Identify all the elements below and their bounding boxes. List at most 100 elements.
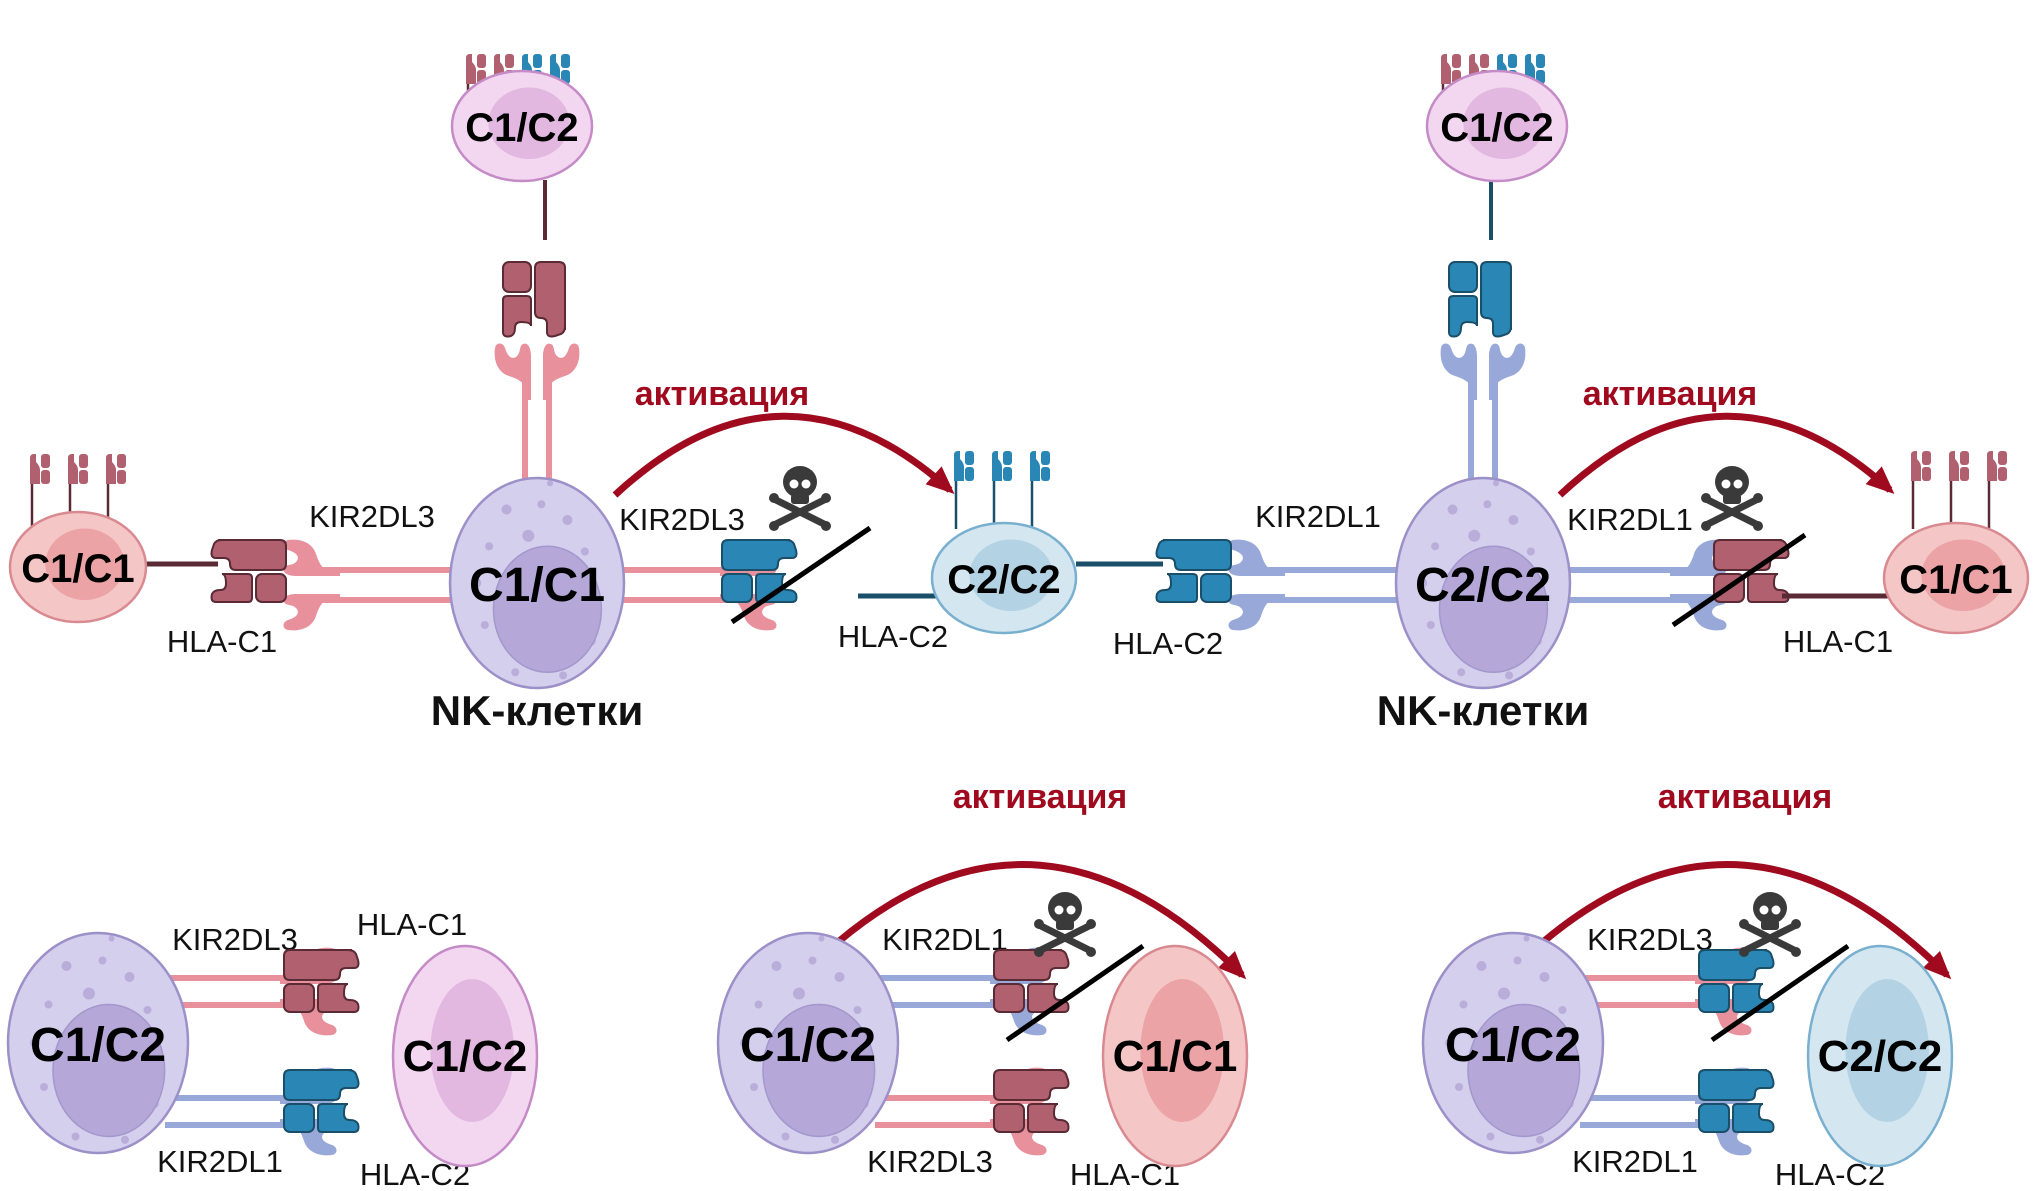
granule [559, 671, 568, 680]
nk-cells-label-left: NK-клетки [431, 687, 644, 734]
activation-arrow: активация [835, 778, 1247, 980]
kir-cup [1670, 594, 1727, 631]
nk-genotype-label: C1/C2 [30, 1019, 166, 1072]
bone [772, 496, 828, 528]
surface-hla-domain [1041, 451, 1050, 465]
blocked-interaction-strike [1671, 532, 1807, 628]
nk-nucleus [492, 545, 603, 673]
granule [121, 1135, 129, 1144]
activation-arc [612, 412, 953, 498]
upper-hla [283, 949, 360, 1013]
target-genotype-label: C2/C2 [1818, 1032, 1943, 1081]
surface-hla-domain [79, 470, 88, 484]
bone-end [769, 521, 779, 531]
bone [1037, 922, 1093, 954]
target-nucleus [969, 539, 1053, 611]
activation-arrow: активация [1540, 778, 1952, 980]
jaw [1761, 920, 1779, 930]
granule [1536, 1135, 1544, 1144]
bottom-target-cell: C1/C1 [1101, 944, 1249, 1168]
hla-heavy-chain [993, 1069, 1070, 1101]
bone-end [821, 493, 831, 503]
hla-beta2m [993, 1103, 1025, 1133]
hla-alpha3 [1732, 1103, 1775, 1133]
nk-nucleus [1467, 1003, 1581, 1138]
surface-hla-domain [1041, 467, 1050, 481]
hla-alpha3 [502, 295, 532, 338]
target-genotype-label: C2/C2 [947, 558, 1060, 602]
kir-domain [543, 343, 580, 400]
surface-hla [30, 454, 50, 529]
granule [1558, 1006, 1567, 1014]
surface-hla-domain [79, 454, 88, 468]
nk-cells-label-right: NK-клетки [1377, 687, 1590, 734]
top-kir2dl3-vertical [494, 343, 580, 483]
hla-heavy-chain [721, 539, 798, 571]
skull [783, 466, 817, 498]
hla-beta2m [1200, 573, 1232, 603]
kir-cup [494, 343, 531, 400]
surface-hla-chain [1987, 451, 1997, 481]
kir-cup [283, 594, 340, 631]
nk-nucleus [52, 1003, 166, 1138]
jaw [1723, 494, 1741, 504]
lower-receptor-label: KIR2DL3 [867, 1144, 993, 1179]
granule [740, 1038, 750, 1048]
granule [793, 987, 805, 1000]
hla-alpha3 [317, 983, 360, 1013]
kir-cup [283, 539, 340, 576]
arrowhead [1865, 466, 1895, 495]
arrowhead [925, 466, 955, 495]
hla-beta2m [1698, 983, 1730, 1013]
granule [808, 956, 817, 965]
target-nucleus [1140, 979, 1224, 1122]
surface-hla-chain [1911, 451, 1921, 481]
activation-arc [1540, 861, 1950, 978]
bone-end [1791, 919, 1801, 929]
skull [1753, 892, 1787, 924]
hla-alpha3 [1732, 983, 1775, 1013]
kir-domain [283, 539, 340, 576]
kir-domain [1670, 539, 1727, 576]
surface-hla-chain [1441, 54, 1451, 84]
surface-hla-chain [68, 454, 78, 484]
granule [108, 935, 115, 942]
surface-hla-domain [1003, 451, 1012, 465]
eye [1759, 905, 1769, 915]
hla-heavy-chain [1480, 261, 1512, 338]
granule [1417, 578, 1428, 588]
granule [853, 1006, 862, 1014]
eye [1771, 905, 1781, 915]
jaw [791, 494, 809, 504]
surface-hla-domain [1998, 451, 2007, 465]
bone-end [1086, 919, 1096, 929]
activation-arrow: активация [612, 375, 955, 498]
surface-hla-chain [1949, 451, 1959, 481]
surface-hla-domain [1922, 451, 1931, 465]
granule [1523, 935, 1530, 942]
hla-heavy-chain [283, 949, 360, 981]
arrowhead [1922, 950, 1952, 980]
right-target-cell: C1/C1 [1882, 521, 2030, 635]
surface-hla-domain [477, 54, 486, 68]
left-kir2dl3-pair [283, 539, 340, 631]
activation-label: активация [953, 778, 1127, 816]
eye [801, 479, 811, 489]
surface-hla [1949, 451, 1969, 529]
surface-hla-domain [1960, 467, 1969, 481]
granule [485, 542, 494, 551]
granule [44, 1000, 53, 1009]
surface-hla [1987, 451, 2007, 529]
surface-hla-domain [1536, 54, 1545, 68]
bone-end [1739, 947, 1749, 957]
granule [831, 1135, 839, 1144]
skull [1715, 466, 1749, 498]
target-genotype-label: C1/C2 [1440, 106, 1553, 150]
blocked-interaction-strike [1710, 943, 1850, 1043]
hla-heavy-chain [1698, 1069, 1775, 1101]
mid-target-cell: C2/C2 [930, 521, 1078, 635]
surface-hla-domain [1922, 467, 1931, 481]
surface-hla-chain [466, 54, 476, 84]
